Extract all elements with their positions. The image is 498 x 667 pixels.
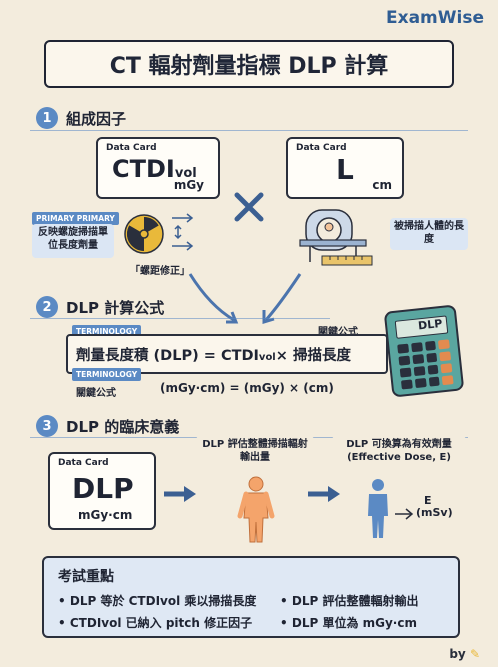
exam-key-points: 考試重點 • DLP 等於 CTDIvol 乘以掃描長度 • DLP 評估整體輻… xyxy=(42,556,460,638)
exam-point: • DLP 單位為 mGy·cm xyxy=(280,616,417,630)
section-title: DLP 的臨床意義 xyxy=(66,417,180,436)
section-1-header: 1 組成因子 xyxy=(36,107,126,129)
primary-tag: PRIMARY PRIMARY xyxy=(32,212,119,225)
exam-title: 考試重點 xyxy=(58,569,114,585)
section-number: 2 xyxy=(36,296,58,318)
signature-icon: ✎ xyxy=(469,647,480,661)
section-2-header: 2 DLP 計算公式 xyxy=(36,296,164,318)
brand-logo: ExamWise xyxy=(386,8,484,28)
section-3-header: 3 DLP 的臨床意義 xyxy=(36,415,179,437)
card-unit: mGy xyxy=(173,178,204,192)
card-label: Data Card xyxy=(106,143,157,153)
section-title: DLP 計算公式 xyxy=(66,298,165,317)
section-number: 1 xyxy=(36,107,58,129)
card-value: CTDIvol xyxy=(112,155,197,183)
card-unit: mGy·cm xyxy=(78,508,133,522)
length-description: 被掃描人體的長度 xyxy=(390,218,468,250)
key-formula-label: 關鍵公式 xyxy=(76,388,116,399)
calculator-keys xyxy=(397,339,454,390)
key-formula-label: 關鍵公式 xyxy=(318,327,358,338)
pitch-arrows-icon xyxy=(172,213,194,251)
ctdi-description: 反映螺旋掃描單位長度劑量 xyxy=(32,224,114,258)
calculator-display: DLP xyxy=(394,315,449,339)
card-label: Data Card xyxy=(58,458,109,468)
card-unit: cm xyxy=(372,178,392,192)
exam-point: • DLP 等於 CTDIvol 乘以掃描長度 xyxy=(58,594,257,608)
calculator-icon: DLP xyxy=(383,304,465,398)
exam-point: • CTDIvol 已納入 pitch 修正因子 xyxy=(58,616,253,630)
terminology-tag: TERMINOLOGY xyxy=(72,368,142,381)
ct-scanner-icon xyxy=(299,209,367,262)
radiation-icon xyxy=(124,214,164,254)
effective-dose-note: DLP 可換算為有效劑量 (Effective Dose, E) xyxy=(332,436,466,472)
arrow-right-icon xyxy=(308,486,340,502)
multiply-icon xyxy=(234,192,264,222)
section-divider xyxy=(30,130,468,131)
human-figure-icon xyxy=(237,476,275,543)
page-title: CT 輻射劑量指標 DLP 計算 xyxy=(44,40,454,88)
section-divider xyxy=(30,318,330,319)
card-value: DLP xyxy=(72,472,134,505)
converging-arrows-icon xyxy=(188,273,302,325)
footer-credit: by ✎ xyxy=(449,647,480,661)
dlp-evaluation-note: DLP 評估整體掃描輻射輸出量 xyxy=(196,436,314,472)
card-value: L xyxy=(336,153,354,186)
pitch-note: 「螺距修正」 xyxy=(130,266,190,277)
section-number: 3 xyxy=(36,415,58,437)
ruler-icon xyxy=(321,255,373,266)
effective-dose-unit: (mSv) xyxy=(416,506,453,519)
section-title: 組成因子 xyxy=(66,109,127,128)
length-data-card: Data Card L cm xyxy=(286,137,404,199)
ctdi-data-card: Data Card CTDIvol mGy xyxy=(96,137,220,199)
effective-dose-label: E xyxy=(424,494,432,507)
small-arrow-icon xyxy=(395,508,414,520)
person-icon xyxy=(368,479,388,538)
formula-units: (mGy·cm) = (mGy) × (cm) xyxy=(160,381,334,395)
arrow-right-icon xyxy=(164,486,196,502)
exam-point: • DLP 評估整體輻射輸出 xyxy=(280,594,419,608)
dlp-data-card: Data Card DLP mGy·cm xyxy=(48,452,156,530)
card-label: Data Card xyxy=(296,143,347,153)
